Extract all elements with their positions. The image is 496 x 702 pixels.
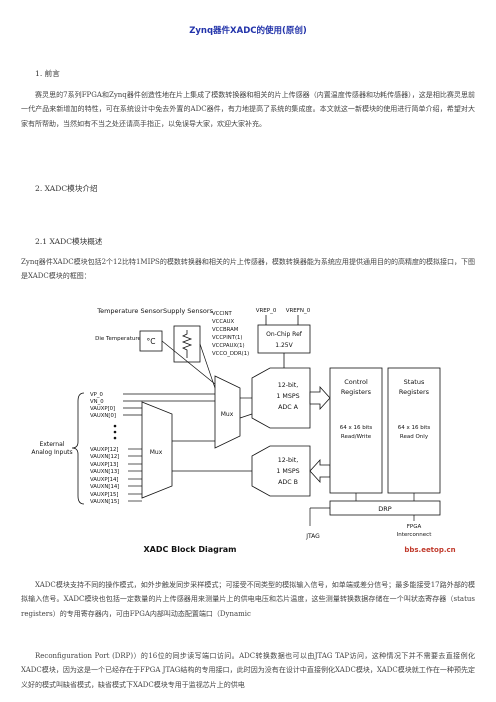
ext-input-label: VAUXP[12] [90,447,118,453]
control-registers-size: 64 x 16 bits [340,425,373,431]
temp-sensor-label: Temperature Sensor [96,307,163,315]
adc-b-label: 1 MSPS [276,468,299,475]
diagram-title: XADC Block Diagram [143,545,236,554]
status-registers-access: Read Only [400,434,429,440]
status-registers-size: 64 x 16 bits [398,425,431,431]
onchip-ref-voltage: 1.25V [275,342,293,349]
page-title: Zynq器件XADC的使用(原创) [189,26,307,36]
ext-input-label: VAUXP[15] [90,492,118,498]
ext-input-label: VAUXN[13] [90,469,119,475]
supply-label: VCCAUX [212,319,235,325]
status-registers-label: Status [404,378,425,386]
external-inputs-label: Analog Inputs [31,449,72,456]
supply-label: VCCO_DDR(1) [212,351,249,357]
aux-mux-label: Mux [150,449,163,456]
die-temperature-label: Die Temperature [95,336,141,342]
external-inputs-label: External [40,441,65,448]
ext-input-label: VAUXN[0] [90,413,116,419]
vrefp-label: VREP_0 [256,308,277,314]
watermark-text: bbs.eetop.cn [404,546,455,554]
ext-input-label: VAUXN[12] [90,454,119,460]
adc-a-label: 12-bit, [278,382,299,389]
adc-b-label: 12-bit, [278,457,299,464]
adc-b-bus-arrow [309,458,331,484]
ext-input-label: VAUXN[14] [90,484,119,490]
adc-b-label: ADC B [278,479,298,486]
supply-sensors-label: Supply Sensors [163,307,213,315]
resistor-icon [181,330,193,358]
section-heading-1: 1. 前言 [35,69,60,78]
supply-label: VCCPINT(1) [212,335,242,341]
section-heading-2: 2. XADC模块介绍 [35,184,98,193]
modes-paragraph: XADC模块支持不同的操作模式，如外步触发同步采样模式；可接受不同类型的模拟输入… [21,581,475,618]
onchip-ref-label: On-Chip Ref [266,331,303,338]
onchip-ref-box [257,324,311,354]
adc-a-bus-arrow [309,385,331,411]
degc-label: °C [147,337,156,346]
control-registers-label: Control [344,378,368,386]
jtag-label: JTAG [305,533,320,540]
section-heading-2-1: 2.1 XADC模块概述 [35,237,103,246]
adc-a [251,367,311,429]
control-registers [329,367,383,494]
control-registers-label: Registers [341,388,372,396]
section-2-1-paragraph: Zynq器件XADC模块包括2个12比特1MIPS的模数转换器和相关的片上传感器… [21,258,475,281]
main-mux [214,375,241,449]
ext-input-label: VAUXP[13] [90,462,118,468]
fpga-interconnect-label: FPGA [407,524,422,530]
status-registers [387,367,441,494]
ext-input-label: VAUXP[0] [90,406,115,412]
status-registers-label: Registers [399,388,430,396]
xadc-block-diagram: Temperature Sensor Supply Sensors Die Te… [31,307,455,554]
section-1-paragraph: 赛灵思的7系列FPGA和Zynq器件创造性地在片上集成了模数转换器和相关的片上传… [21,91,475,128]
ext-input-label: VN_0 [90,399,104,405]
main-mux-label: Mux [221,411,234,418]
aux-mux [141,401,173,499]
ext-input-label: VAUXP[14] [90,477,118,483]
drp-label: DRP [378,505,392,513]
adc-b [251,445,311,497]
input-brace [71,392,85,505]
adc-a-label: ADC A [278,404,299,411]
supply-label: VCCBRAM [212,327,239,333]
drp-paragraph: Reconfiguration Port (DRP)）的16位的同步读写端口访问… [21,652,475,689]
supply-label: VCCPAUX(1) [212,343,245,349]
ext-input-label: VAUXN[15] [90,499,119,505]
adc-a-label: 1 MSPS [276,393,299,400]
ext-input-label: VP_0 [90,392,103,398]
supply-label: VCCINT [212,311,233,317]
fpga-interconnect-label: Interconnect [397,532,433,538]
control-registers-access: Read/Write [341,434,372,440]
vrefn-label: VREFN_0 [286,308,311,314]
